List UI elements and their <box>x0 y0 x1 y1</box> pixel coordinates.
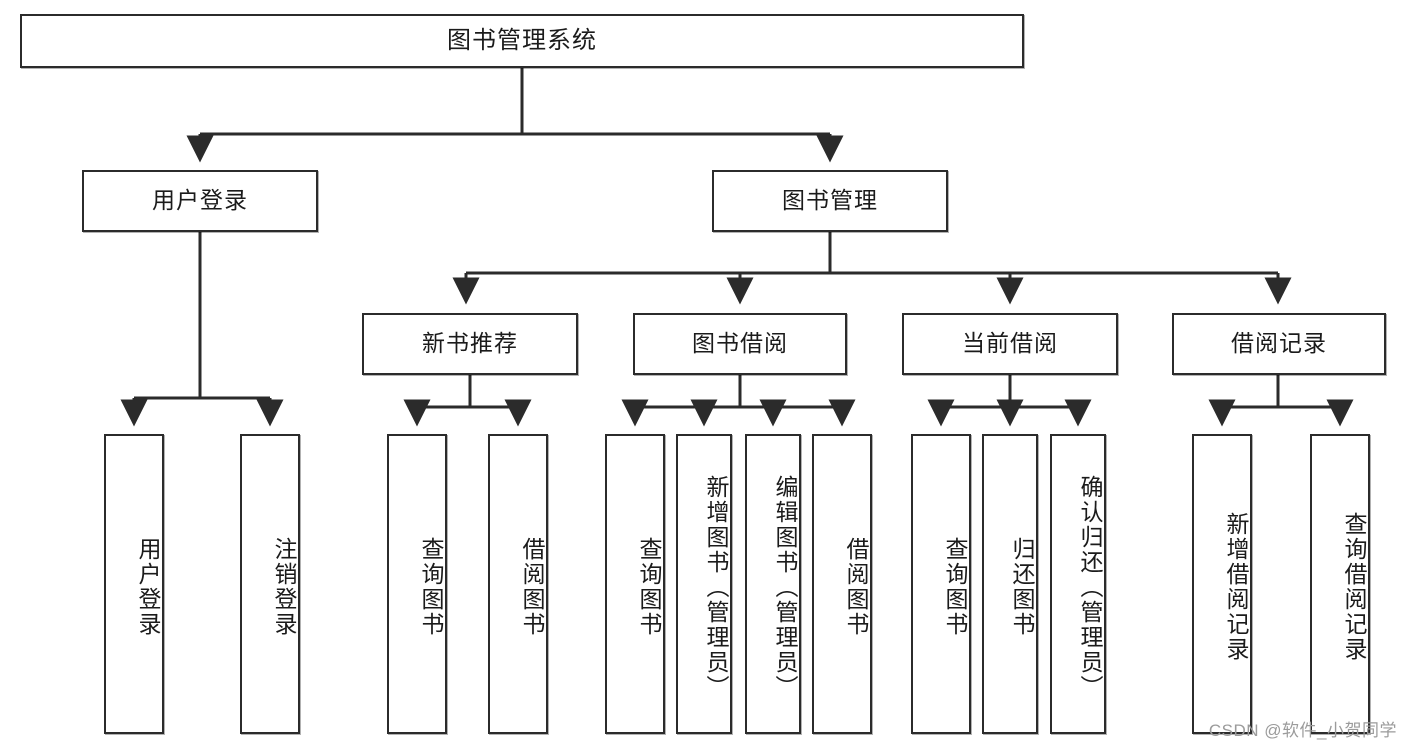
leaf-current-borrow-query[interactable]: 查询图书 <box>911 434 971 734</box>
leaf-borrow-record-add[interactable]: 新增借阅记录 <box>1192 434 1252 734</box>
node-label: 用户登录 <box>152 187 248 214</box>
leaf-current-borrow-confirm-return[interactable]: 确认归还（管理员） <box>1050 434 1106 734</box>
leaf-book-borrow-edit[interactable]: 编辑图书（管理员） <box>745 434 801 734</box>
leaf-new-book-query[interactable]: 查询图书 <box>387 434 447 734</box>
node-label: 借阅图书 <box>843 537 869 637</box>
leaf-book-borrow-add[interactable]: 新增图书（管理员） <box>676 434 732 734</box>
leaf-new-book-borrow[interactable]: 借阅图书 <box>488 434 548 734</box>
node-label: 查询图书 <box>942 537 968 637</box>
node-label: 查询图书 <box>418 537 444 637</box>
node-label: 当前借阅 <box>962 330 1058 357</box>
leaf-user-login-login[interactable]: 用户登录 <box>104 434 164 734</box>
node-label: 图书管理 <box>782 187 878 214</box>
node-current-borrow[interactable]: 当前借阅 <box>902 313 1118 375</box>
node-new-book-recommend[interactable]: 新书推荐 <box>362 313 578 375</box>
node-label: 确认归还（管理员） <box>1077 474 1103 700</box>
node-root-system[interactable]: 图书管理系统 <box>20 14 1024 68</box>
node-label: 图书管理系统 <box>447 26 597 54</box>
leaf-current-borrow-return[interactable]: 归还图书 <box>982 434 1038 734</box>
leaf-book-borrow-query[interactable]: 查询图书 <box>605 434 665 734</box>
node-label: 编辑图书（管理员） <box>772 474 798 700</box>
node-label: 新增借阅记录 <box>1223 512 1249 662</box>
node-book-borrow[interactable]: 图书借阅 <box>633 313 847 375</box>
node-label: 查询借阅记录 <box>1341 512 1367 662</box>
node-label: 归还图书 <box>1009 537 1035 637</box>
node-label: 图书借阅 <box>692 330 788 357</box>
node-label: 查询图书 <box>636 537 662 637</box>
node-book-management[interactable]: 图书管理 <box>712 170 948 232</box>
leaf-book-borrow-borrow[interactable]: 借阅图书 <box>812 434 872 734</box>
leaf-user-login-logout[interactable]: 注销登录 <box>240 434 300 734</box>
node-label: 新书推荐 <box>422 330 518 357</box>
node-label: 用户登录 <box>135 537 161 637</box>
node-label: 注销登录 <box>271 537 297 637</box>
node-label: 借阅记录 <box>1231 330 1327 357</box>
node-label: 新增图书（管理员） <box>703 474 729 700</box>
node-label: 借阅图书 <box>519 537 545 637</box>
csdn-watermark: CSDN @软件_小贺同学 <box>1208 721 1397 740</box>
node-borrow-record[interactable]: 借阅记录 <box>1172 313 1386 375</box>
leaf-borrow-record-query[interactable]: 查询借阅记录 <box>1310 434 1370 734</box>
node-user-login[interactable]: 用户登录 <box>82 170 318 232</box>
